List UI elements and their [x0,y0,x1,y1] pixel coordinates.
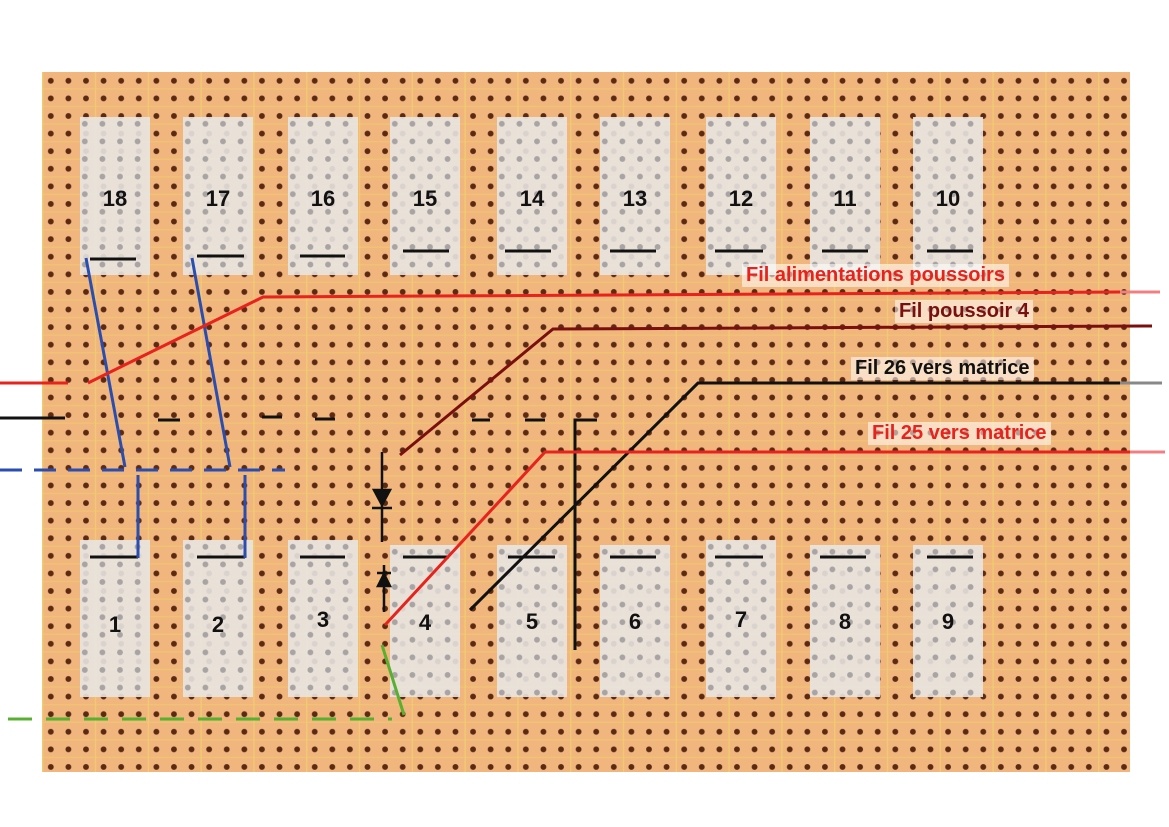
component-number: 8 [838,609,852,634]
diode-icon [371,488,393,508]
pad-11 [810,117,880,275]
component-number: 12 [728,186,754,211]
component-number: 18 [102,186,128,211]
pad-9 [913,545,983,697]
wire-label-25: Fil 25 vers matrice [868,422,1051,445]
pad-7 [706,540,776,697]
component-number: 6 [628,609,642,634]
green-wire [8,644,406,721]
diodes [371,452,393,612]
pad-8 [810,545,880,697]
pad-13 [600,117,670,275]
pad-2 [183,540,253,697]
component-number: 3 [316,607,330,632]
component-number: 1 [108,612,122,637]
pad-15 [390,117,460,275]
component-number: 15 [412,186,438,211]
wire-label-26: Fil 26 vers matrice [851,357,1034,380]
black-dashed-link [0,415,597,650]
pad-6 [600,545,670,697]
component-number: 11 [833,186,857,211]
pad-16 [288,117,358,275]
component-number: 9 [941,609,955,634]
pad-10 [913,117,983,275]
pad-12 [706,117,776,275]
pad-17 [183,117,253,275]
component-number: 14 [519,186,545,211]
component-number: 2 [211,612,225,637]
component-number: 13 [622,186,648,211]
component-number: 10 [935,186,961,211]
pad-1 [80,540,150,697]
labeled-wires [0,290,1165,627]
component-number: 16 [310,186,336,211]
component-number: 4 [418,610,432,635]
link-bars [90,249,973,559]
pad-14 [497,117,567,275]
pad-4 [390,545,460,697]
component-number: 5 [525,609,539,634]
wire-label-push4: Fil poussoir 4 [895,300,1034,323]
component-number: 7 [734,607,748,632]
pad-18 [80,117,150,275]
wire-label-power: Fil alimentations poussoirs [742,264,1009,287]
component-number: 17 [205,186,231,211]
blue-wires [0,257,285,558]
pad-3 [288,540,358,697]
diode-icon [375,571,393,588]
